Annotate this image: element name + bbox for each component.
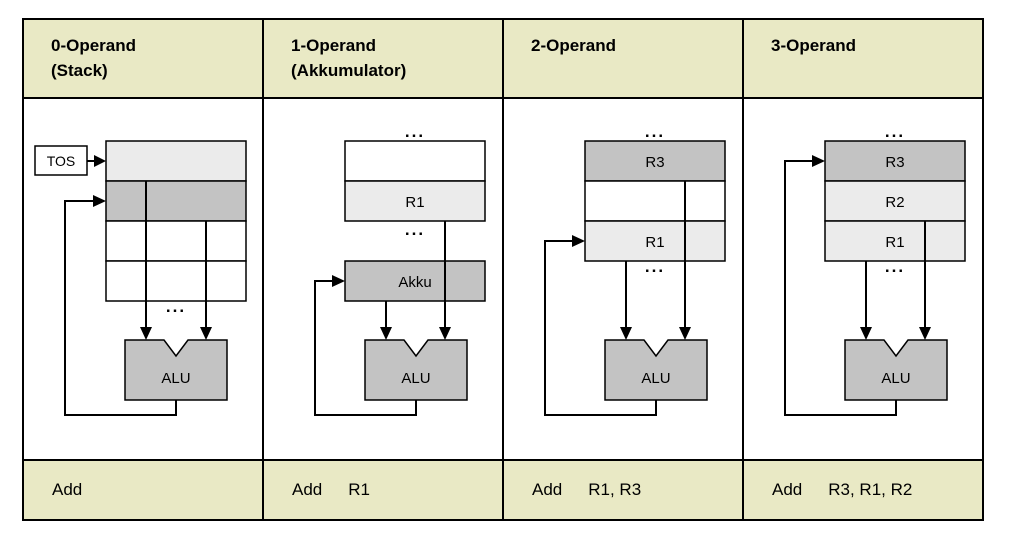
register-cell-r1: [584, 220, 726, 262]
alu-shape: [124, 339, 228, 401]
register-label-r3: R3: [645, 154, 664, 171]
header-line-1: 3-Operand: [771, 36, 857, 55]
diagram-3-operand: ... R3 R2 R1 ... ALU: [744, 99, 982, 459]
akku-box: [344, 260, 486, 302]
instruction-example-3-operand: Add R3, R1, R2: [744, 459, 982, 519]
instruction-mnemonic: Add: [532, 480, 563, 499]
result-feedback-wire: [544, 240, 657, 416]
column-header-2-operand: 2-Operand: [504, 20, 742, 99]
operand2-arrowhead-icon: [679, 327, 691, 340]
architecture-comparison-table: 0-Operand (Stack) TOS ...: [22, 18, 984, 521]
diagram-stack: TOS ... ALU: [24, 99, 262, 459]
alu-label: ALU: [881, 370, 910, 387]
column-2-operand: 2-Operand ... R3 R1 ... ALU: [504, 20, 744, 519]
column-0-operand: 0-Operand (Stack) TOS ...: [24, 20, 264, 519]
registers-ellipsis-top: ...: [645, 122, 665, 141]
alu-label: ALU: [641, 370, 670, 387]
register-label-r3: R3: [885, 154, 904, 171]
alu-label: ALU: [161, 370, 190, 387]
registers-ellipsis-bottom: ...: [645, 257, 665, 276]
column-header-3-operand: 3-Operand: [744, 20, 982, 99]
operand2-arrowhead-icon: [919, 327, 931, 340]
register-label-r1: R1: [645, 234, 664, 251]
header-line-1: 2-Operand: [531, 36, 617, 55]
result-arrowhead-icon: [572, 235, 585, 247]
alu-shape: [844, 339, 948, 401]
instruction-example-0-operand: Add: [24, 459, 262, 519]
header-line-1: 0-Operand: [51, 36, 137, 55]
result-feedback-wire: [784, 160, 897, 416]
diagram-akkumulator: ... R1 ... Akku ALU: [264, 99, 502, 459]
register-cell-r1: [824, 220, 966, 262]
result-arrowhead-icon: [332, 275, 345, 287]
register-cell-r3: [824, 140, 966, 182]
column-header-1-operand: 1-Operand (Akkumulator): [264, 20, 502, 99]
column-3-operand: 3-Operand ... R3 R2 R1 ... AL: [744, 20, 982, 519]
result-arrowhead-icon: [93, 195, 106, 207]
header-line-1: 1-Operand: [291, 36, 377, 55]
akku-label: Akku: [398, 274, 431, 291]
registers-ellipsis-mid: ...: [405, 220, 425, 239]
operand1-arrowhead-icon: [140, 327, 152, 340]
operand2-arrowhead-icon: [439, 327, 451, 340]
instruction-operands: R1: [348, 480, 370, 499]
header-line-2: (Akkumulator): [291, 61, 407, 80]
alu-shape: [604, 339, 708, 401]
instruction-operands: R1, R3: [588, 480, 642, 499]
result-feedback-wire: [64, 200, 177, 416]
stack-cell-top: [105, 140, 247, 182]
register-label-r1: R1: [885, 234, 904, 251]
alu-shape: [364, 339, 468, 401]
instruction-mnemonic: Add: [772, 480, 803, 499]
stack-cell-third: [105, 220, 247, 262]
stack-cell-fourth: [105, 260, 247, 302]
registers-ellipsis-bottom: ...: [885, 257, 905, 276]
register-cell-r2: [824, 180, 966, 222]
instruction-example-2-operand: Add R1, R3: [504, 459, 742, 519]
column-1-operand: 1-Operand (Akkumulator) ... R1 ... Akku: [264, 20, 504, 519]
header-line-2: (Stack): [51, 61, 108, 80]
register-cell-r3: [584, 140, 726, 182]
tos-arrowhead-icon: [94, 155, 106, 167]
stack-ellipsis: ...: [166, 297, 186, 316]
operand1-arrowhead-icon: [860, 327, 872, 340]
instruction-operands: R3, R1, R2: [828, 480, 913, 499]
column-header-0-operand: 0-Operand (Stack): [24, 20, 262, 99]
instruction-mnemonic: Add: [52, 480, 83, 499]
tos-box: [34, 145, 88, 176]
stack-cell-second: [105, 180, 247, 222]
instruction-mnemonic: Add: [292, 480, 323, 499]
result-feedback-wire: [314, 280, 417, 416]
register-cell-r1: [344, 180, 486, 222]
register-label-r2: R2: [885, 194, 904, 211]
operand1-arrowhead-icon: [380, 327, 392, 340]
instruction-example-1-operand: Add R1: [264, 459, 502, 519]
registers-ellipsis-top: ...: [885, 122, 905, 141]
alu-label: ALU: [401, 370, 430, 387]
tos-label: TOS: [47, 153, 76, 169]
operand1-arrowhead-icon: [620, 327, 632, 340]
registers-ellipsis-top: ...: [405, 122, 425, 141]
register-label-r1: R1: [405, 194, 424, 211]
result-arrowhead-icon: [812, 155, 825, 167]
diagram-2-operand: ... R3 R1 ... ALU: [504, 99, 742, 459]
register-cell-empty: [584, 180, 726, 222]
operand2-arrowhead-icon: [200, 327, 212, 340]
register-cell-empty: [344, 140, 486, 182]
